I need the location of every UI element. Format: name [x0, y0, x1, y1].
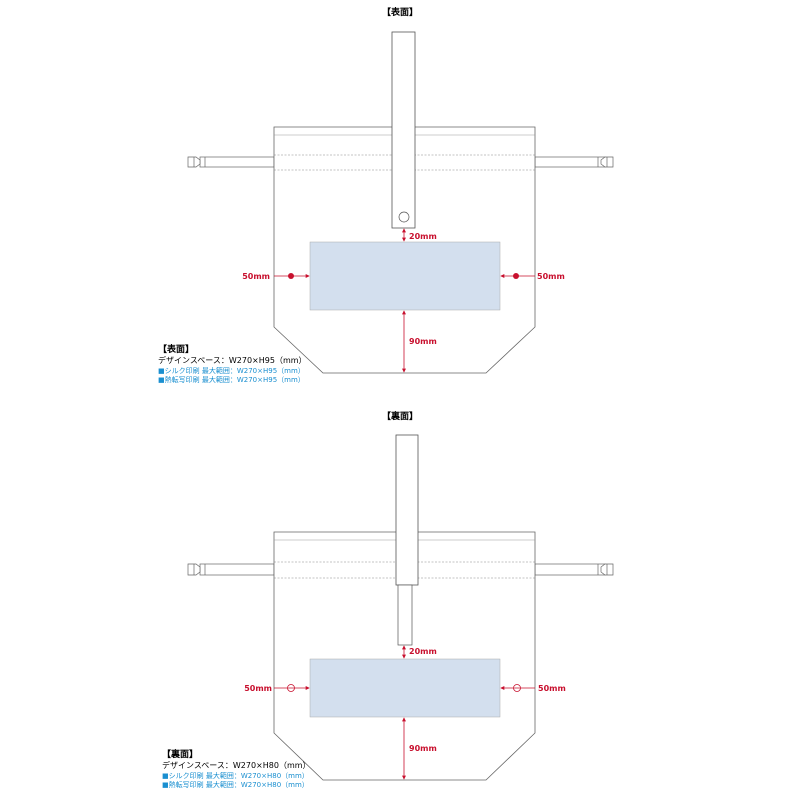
back-view: 【裏面】 20mm 50mm	[187, 410, 614, 781]
back-info-title: 【裏面】	[162, 750, 199, 760]
back-dim-bottom-label: 90mm	[409, 744, 437, 753]
back-hanging-tab-upper	[395, 434, 419, 586]
back-info-silk: ■シルク印刷 最大範囲：W270×H80（mm）	[162, 771, 309, 780]
front-info-design-space: デザインスペース：W270×H95（mm）	[158, 356, 307, 366]
front-print-area	[309, 241, 501, 311]
front-view: 【表面】 20mm 50mm	[187, 6, 614, 374]
front-dim-right-label: 50mm	[537, 272, 565, 281]
back-info-block: 【裏面】 デザインスペース：W270×H80（mm） ■シルク印刷 最大範囲：W…	[162, 749, 311, 791]
back-dim-right-label: 50mm	[538, 684, 566, 693]
front-info-title: 【表面】	[158, 345, 195, 355]
front-dim-bottom-label: 90mm	[409, 337, 437, 346]
front-hanging-tab	[391, 31, 416, 229]
front-tab-hole	[398, 211, 410, 223]
front-info-silk: ■シルク印刷 最大範囲：W270×H95（mm）	[158, 366, 305, 375]
back-info-design-space: デザインスペース：W270×H80（mm）	[162, 761, 311, 771]
front-info-heat-transfer: ■熱転写印刷 最大範囲：W270×H95（mm）	[158, 376, 305, 385]
front-right-drawstring	[534, 156, 614, 168]
back-dim-top-label: 20mm	[409, 647, 437, 656]
back-hanging-tab-lower	[397, 584, 413, 646]
back-left-drawstring	[187, 563, 275, 576]
front-dim-top-label: 20mm	[409, 232, 437, 241]
back-right-drawstring	[534, 563, 614, 576]
front-heading: 【表面】	[382, 6, 418, 18]
back-dim-left-label: 50mm	[244, 684, 272, 693]
back-heading: 【裏面】	[382, 410, 418, 422]
front-dim-left-label: 50mm	[242, 272, 270, 281]
front-info-block: 【表面】 デザインスペース：W270×H95（mm） ■シルク印刷 最大範囲：W…	[158, 344, 307, 386]
back-print-area	[309, 658, 501, 718]
back-info-heat-transfer: ■熱転写印刷 最大範囲：W270×H80（mm）	[162, 781, 309, 790]
front-left-drawstring	[187, 156, 275, 168]
